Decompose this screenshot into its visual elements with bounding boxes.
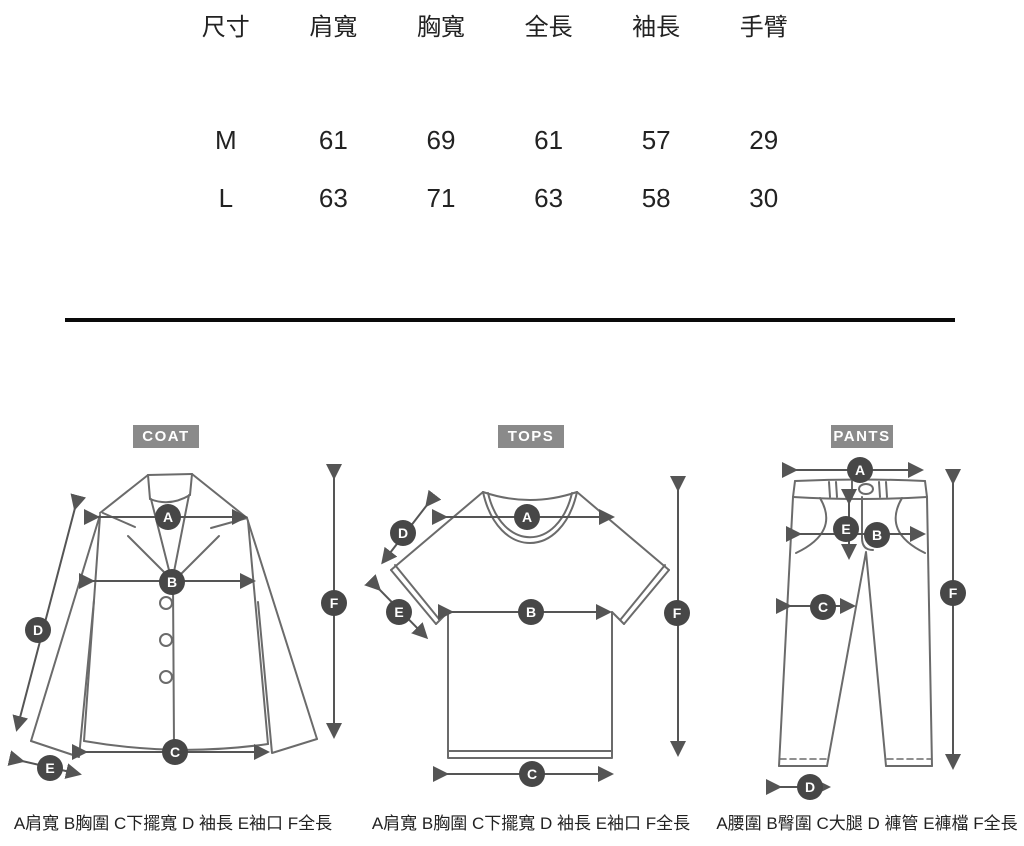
- pants-marker-c: C: [810, 594, 836, 620]
- value-cell: 30: [749, 183, 779, 213]
- size-cell: L: [218, 183, 234, 213]
- tops-marker-a: A: [514, 504, 540, 530]
- table-row: L 63 71 63 58 30: [172, 180, 818, 216]
- pants-badge: PANTS: [831, 425, 893, 448]
- coat-badge: COAT: [133, 425, 199, 448]
- pants-marker-f: F: [940, 580, 966, 606]
- tops-marker-e: E: [386, 599, 412, 625]
- section-divider: [65, 318, 955, 322]
- value-cell: 71: [426, 183, 456, 213]
- col-header-size: 尺寸: [201, 14, 250, 41]
- tops-caption: A肩寬 B胸圍 C下擺寬 D 袖長 E袖口 F全長: [371, 814, 691, 833]
- coat-marker-b: B: [159, 569, 185, 595]
- value-cell: 57: [641, 125, 671, 155]
- coat-marker-d: D: [25, 617, 51, 643]
- pants-marker-b: B: [864, 522, 890, 548]
- value-cell: 63: [534, 183, 564, 213]
- pants-marker-d: D: [797, 774, 823, 800]
- tops-arrows: [364, 476, 686, 782]
- tops-marker-d: D: [390, 520, 416, 546]
- col-header-sleeve: 袖長: [632, 14, 681, 41]
- col-header-chest: 胸寬: [416, 14, 465, 41]
- tops-marker-f: F: [664, 600, 690, 626]
- table-row: M 61 69 61 57 29: [172, 122, 818, 158]
- col-header-shoulder: 肩寬: [309, 14, 358, 41]
- coat-marker-e: E: [37, 755, 63, 781]
- value-cell: 69: [426, 125, 456, 155]
- value-cell: 29: [749, 125, 779, 155]
- tops-badge: TOPS: [498, 425, 564, 448]
- coat-marker-f: F: [321, 590, 347, 616]
- col-header-length: 全長: [524, 14, 573, 41]
- pants-marker-e: E: [833, 516, 859, 542]
- coat-marker-c: C: [162, 739, 188, 765]
- value-cell: 61: [534, 125, 564, 155]
- tops-marker-b: B: [518, 599, 544, 625]
- col-header-arm: 手臂: [739, 14, 788, 41]
- value-cell: 63: [318, 183, 348, 213]
- pants-caption: A腰圍 B臀圍 C大腿 D 褲管 E褲檔 F全長: [716, 814, 1018, 833]
- value-cell: 58: [641, 183, 671, 213]
- size-cell: M: [214, 125, 237, 155]
- table-header-row: 尺寸 肩寬 胸寬 全長 袖長 手臂: [172, 10, 818, 46]
- tops-marker-c: C: [519, 761, 545, 787]
- size-table: 尺寸 肩寬 胸寬 全長 袖長 手臂 M 61 69 61 57 29 L 63 …: [172, 10, 818, 240]
- pants-marker-a: A: [847, 457, 873, 483]
- value-cell: 61: [318, 125, 348, 155]
- tops-drawing: [390, 491, 670, 759]
- coat-caption: A肩寬 B胸圍 C下擺寬 D 袖長 E袖口 F全長: [13, 814, 333, 833]
- coat-marker-a: A: [155, 504, 181, 530]
